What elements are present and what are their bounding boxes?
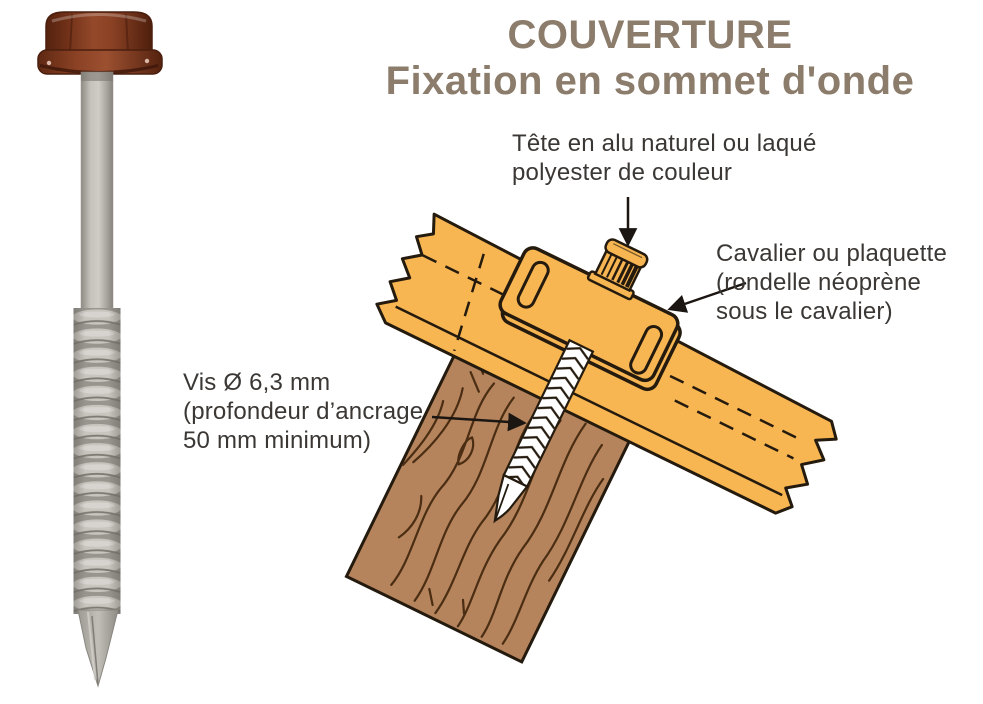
cavalier-annotation: Cavalier ou plaquette (rondelle néoprène… <box>716 239 947 326</box>
hex-ribs <box>600 253 639 288</box>
screw-head-top-face <box>604 238 649 269</box>
wave-fold-dashed-line-2 <box>674 399 794 460</box>
page-title: COUVERTURE Fixation en sommet d'onde <box>320 12 980 104</box>
cavalier-callout-arrow <box>667 281 747 313</box>
cavalier-annotation-line-2: (rondelle néoprène <box>716 269 922 296</box>
screw-photo-thread <box>73 308 121 614</box>
diagram-screw-head <box>586 238 649 301</box>
fixing-diagram <box>344 212 838 664</box>
screw-annotation: Vis Ø 6,3 mm (profondeur d’ancrage 50 mm… <box>183 368 423 455</box>
sheet-thickness-line <box>395 305 783 497</box>
saddle-left-slot <box>516 260 550 309</box>
diagram-drill-tip <box>493 473 529 524</box>
product-photo-screw <box>37 11 163 688</box>
head-annotation-line-1: Tête en alu naturel ou laqué <box>512 130 817 157</box>
cavalier-annotation-line-3: sous le cavalier) <box>716 298 893 325</box>
screw-photo-shank <box>80 71 114 311</box>
screw-photo-head <box>37 11 163 75</box>
title-line-2: Fixation en sommet d'onde <box>385 59 915 103</box>
hidden-wave-dashed-line <box>453 253 485 352</box>
screw-annotation-line-2: (profondeur d’ancrage <box>183 398 424 425</box>
cavalier-annotation-line-1: Cavalier ou plaquette <box>716 240 948 267</box>
screw-annotation-line-3: 50 mm minimum) <box>183 427 372 454</box>
screw-annotation-line-1: Vis Ø 6,3 mm <box>183 369 331 396</box>
screw-photo-drill-tip <box>77 609 119 688</box>
screw-callout-arrow <box>431 412 527 432</box>
title-line-1: COUVERTURE <box>507 13 793 57</box>
head-annotation-line-2: polyester de couleur <box>512 159 733 186</box>
diagram-screw-shank <box>493 338 595 524</box>
head-annotation: Tête en alu naturel ou laqué polyester d… <box>512 129 817 187</box>
saddle-right-slot <box>629 325 664 375</box>
